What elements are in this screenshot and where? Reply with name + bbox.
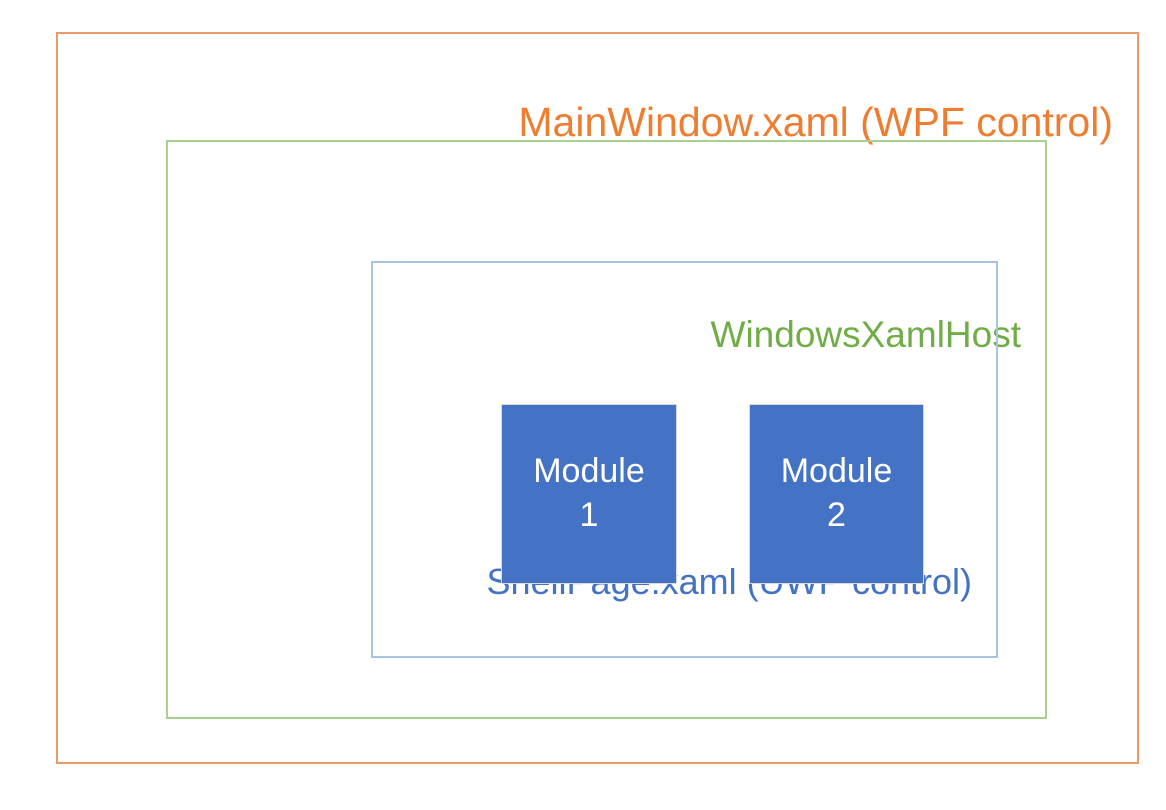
module-2-name: Module (780, 452, 893, 491)
module-1-number: 1 (579, 496, 599, 534)
windows-xaml-host-container: WindowsXamlHost (166, 140, 1047, 719)
windows-xaml-host-label: WindowsXamlHost (710, 314, 1021, 355)
module-1-block: Module 1 (501, 404, 677, 584)
module-2-number: 2 (827, 496, 846, 534)
wpf-window-label: MainWindow.xaml (WPF control) (518, 99, 1113, 145)
module-2-block: Module 2 (749, 404, 924, 584)
wpf-window-container: MainWindow.xaml (WPF control) (56, 32, 1139, 764)
module-1-name: Module (533, 452, 645, 491)
